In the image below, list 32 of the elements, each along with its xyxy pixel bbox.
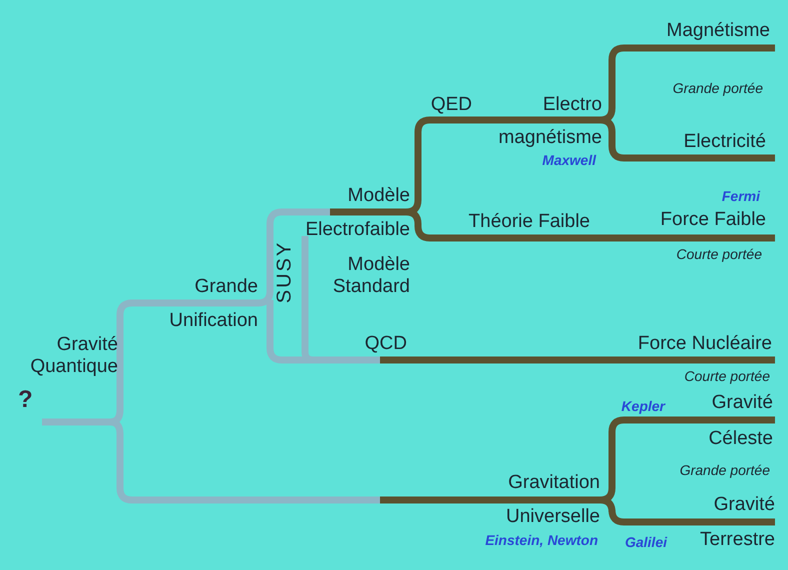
branch-label: QED — [430, 94, 472, 116]
physicist-name: Einstein, Newton — [485, 532, 598, 548]
branch-label: Gravitation — [508, 472, 600, 494]
physicist-name: Kepler — [621, 398, 665, 414]
branch-label: Théorie Faible — [468, 211, 590, 233]
branch-label: Force Faible — [660, 209, 766, 231]
range-note: Grande portée — [672, 80, 763, 96]
physicist-name: Fermi — [722, 188, 760, 204]
branch-label: Grande — [194, 276, 258, 298]
branch-label: Electrofaible — [305, 219, 410, 241]
branch-label: QCD — [364, 333, 407, 355]
branch-label: Magnétisme — [666, 20, 770, 42]
branch-label: Gravité — [714, 494, 775, 516]
branch-label: Gravité — [712, 392, 773, 414]
branch-label: SUSY — [274, 240, 296, 304]
branch-label: Modèle — [348, 185, 410, 207]
branch-label: Unification — [169, 310, 258, 332]
branch-label: Modèle Standard — [332, 254, 410, 298]
physicist-name: Maxwell — [542, 152, 596, 168]
branch-label: Céleste — [708, 428, 773, 450]
branch-label: Terrestre — [700, 529, 775, 551]
range-note: Grande portée — [680, 462, 770, 478]
branch-label: Gravité Quantique — [29, 334, 118, 378]
branch-label: Electricité — [684, 131, 766, 153]
range-note: Courte portée — [676, 246, 762, 262]
question-mark: ? — [18, 386, 33, 414]
branch-label: magnétisme — [498, 127, 602, 149]
branch-label: Universelle — [506, 506, 600, 528]
physicist-name: Galilei — [624, 534, 667, 550]
branch-label: Force Nucléaire — [638, 333, 772, 355]
range-note: Courte portée — [684, 368, 770, 384]
branch-label: Electro — [542, 94, 602, 116]
